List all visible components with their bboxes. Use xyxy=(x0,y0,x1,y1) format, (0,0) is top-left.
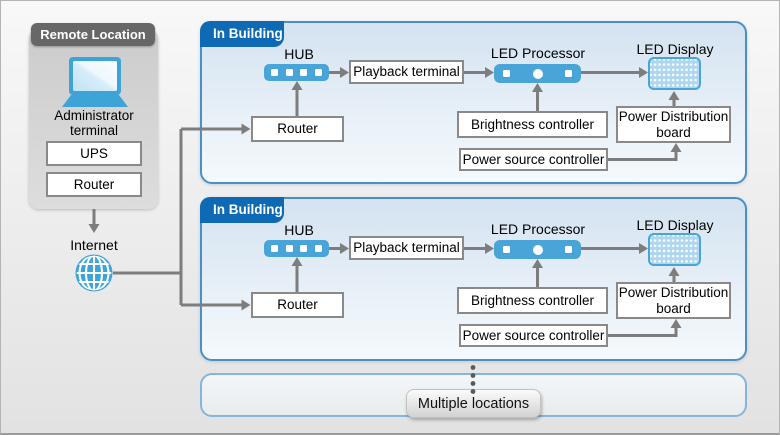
led-display-label: LED Display xyxy=(636,217,714,233)
building-box-1: In Building HUB Playback terminal LED Pr… xyxy=(200,21,747,184)
building-router-box: Router xyxy=(251,292,344,318)
administrator-terminal-line2: terminal xyxy=(69,123,118,138)
in-building-title-1: In Building xyxy=(200,21,284,47)
led-processor-icon xyxy=(494,64,581,83)
playback-terminal-box: Playback terminal xyxy=(349,60,464,84)
building-box-2: In Building HUB Playback terminal LED Pr… xyxy=(200,197,747,361)
administrator-terminal-label: Administrator terminal xyxy=(31,108,157,138)
power-distribution-board-box: Power Distribution board xyxy=(616,282,731,319)
power-source-controller-box: Power source controller xyxy=(459,148,608,171)
in-building-title-2: In Building xyxy=(200,197,284,223)
led-display-label: LED Display xyxy=(636,41,714,57)
internet-label: Internet xyxy=(70,237,118,253)
led-processor-label: LED Processor xyxy=(490,45,586,61)
pdb-line2: board xyxy=(656,124,691,140)
laptop-icon xyxy=(62,57,128,107)
brightness-controller-box: Brightness controller xyxy=(457,111,608,138)
administrator-terminal-line1: Administrator xyxy=(54,108,134,123)
playback-terminal-box: Playback terminal xyxy=(349,236,464,260)
led-display-icon xyxy=(648,233,701,266)
hub-label: HUB xyxy=(284,46,314,62)
pdb-line1: Power Distribution xyxy=(618,284,729,300)
multiple-locations-badge: Multiple locations xyxy=(406,389,541,418)
led-processor-icon xyxy=(494,240,581,259)
ups-box: UPS xyxy=(46,141,142,166)
led-processor-label: LED Processor xyxy=(490,221,586,237)
remote-router-box: Router xyxy=(46,172,142,197)
building-router-box: Router xyxy=(251,116,344,142)
brightness-controller-box: Brightness controller xyxy=(457,287,608,314)
internet-globe-icon xyxy=(75,254,113,292)
hub-switch-icon xyxy=(264,240,329,257)
pdb-line2: board xyxy=(656,300,691,316)
hub-switch-icon xyxy=(264,64,329,81)
power-distribution-board-box: Power Distribution board xyxy=(616,106,731,143)
power-source-controller-box: Power source controller xyxy=(459,324,608,347)
remote-location-title: Remote Location xyxy=(31,23,155,46)
hub-label: HUB xyxy=(284,222,314,238)
led-display-icon xyxy=(648,57,701,90)
pdb-line1: Power Distribution xyxy=(618,108,729,124)
